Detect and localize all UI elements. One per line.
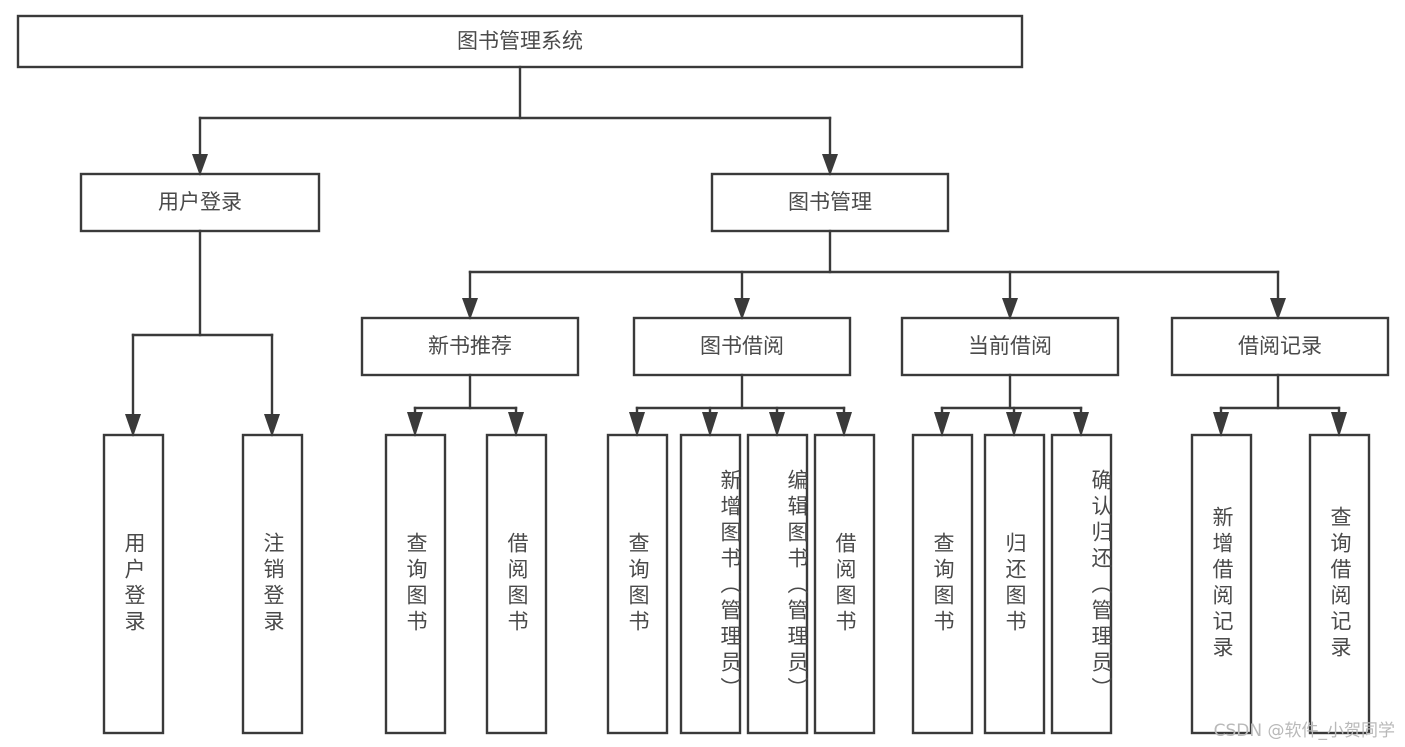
node-box-book-management[interactable] <box>710 172 950 233</box>
arrow-head-leaf-add-book <box>702 412 718 437</box>
node-box-new-book-recommend[interactable] <box>360 316 580 377</box>
arrow-head-leaf-confirm-return <box>1073 412 1089 437</box>
arrow-head-current-borrow <box>1002 298 1018 320</box>
node-box-user-login[interactable] <box>79 172 321 233</box>
node-box-leaf-query-borrow-record[interactable] <box>1308 433 1371 735</box>
arrow-head-leaf-query-book-current <box>934 412 950 437</box>
node-box-leaf-return-book[interactable] <box>983 433 1046 735</box>
arrow-head-book-borrow <box>734 298 750 320</box>
node-box-leaf-borrow-book-recommend[interactable] <box>485 433 548 735</box>
node-box-leaf-borrow-book[interactable] <box>813 433 876 735</box>
arrow-head-leaf-borrow-book <box>836 412 852 437</box>
arrow-head-leaf-user-login <box>125 414 141 437</box>
node-box-leaf-query-book-recommend[interactable] <box>384 433 447 735</box>
node-box-leaf-user-login[interactable] <box>102 433 165 735</box>
node-box-book-borrow[interactable] <box>632 316 852 377</box>
arrow-head-leaf-query-book-borrow <box>629 412 645 437</box>
arrow-head-leaf-query-borrow-record <box>1331 412 1347 437</box>
arrow-head-borrow-record <box>1270 298 1286 320</box>
arrow-head-leaf-add-borrow-record <box>1213 412 1229 437</box>
node-box-leaf-add-borrow-record[interactable] <box>1190 433 1253 735</box>
arrow-head-leaf-logout-login <box>264 414 280 437</box>
node-box-leaf-edit-book[interactable] <box>746 433 809 735</box>
arrow-head-leaf-return-book <box>1006 412 1022 437</box>
arrow-head-leaf-edit-book <box>769 412 785 437</box>
arrow-head-leaf-query-book-recommend <box>407 412 423 437</box>
node-box-leaf-confirm-return[interactable] <box>1050 433 1113 735</box>
arrow-head-user-login <box>192 154 208 176</box>
arrow-head-new-book-recommend <box>462 298 478 320</box>
node-box-leaf-query-book-current[interactable] <box>911 433 974 735</box>
node-box-leaf-logout-login[interactable] <box>241 433 304 735</box>
arrow-head-leaf-borrow-book-recommend <box>508 412 524 437</box>
node-box-root[interactable] <box>16 14 1024 69</box>
node-box-borrow-record[interactable] <box>1170 316 1390 377</box>
node-box-leaf-query-book-borrow[interactable] <box>606 433 669 735</box>
arrow-head-book-management <box>822 154 838 176</box>
node-box-leaf-add-book[interactable] <box>679 433 742 735</box>
node-box-current-borrow[interactable] <box>900 316 1120 377</box>
